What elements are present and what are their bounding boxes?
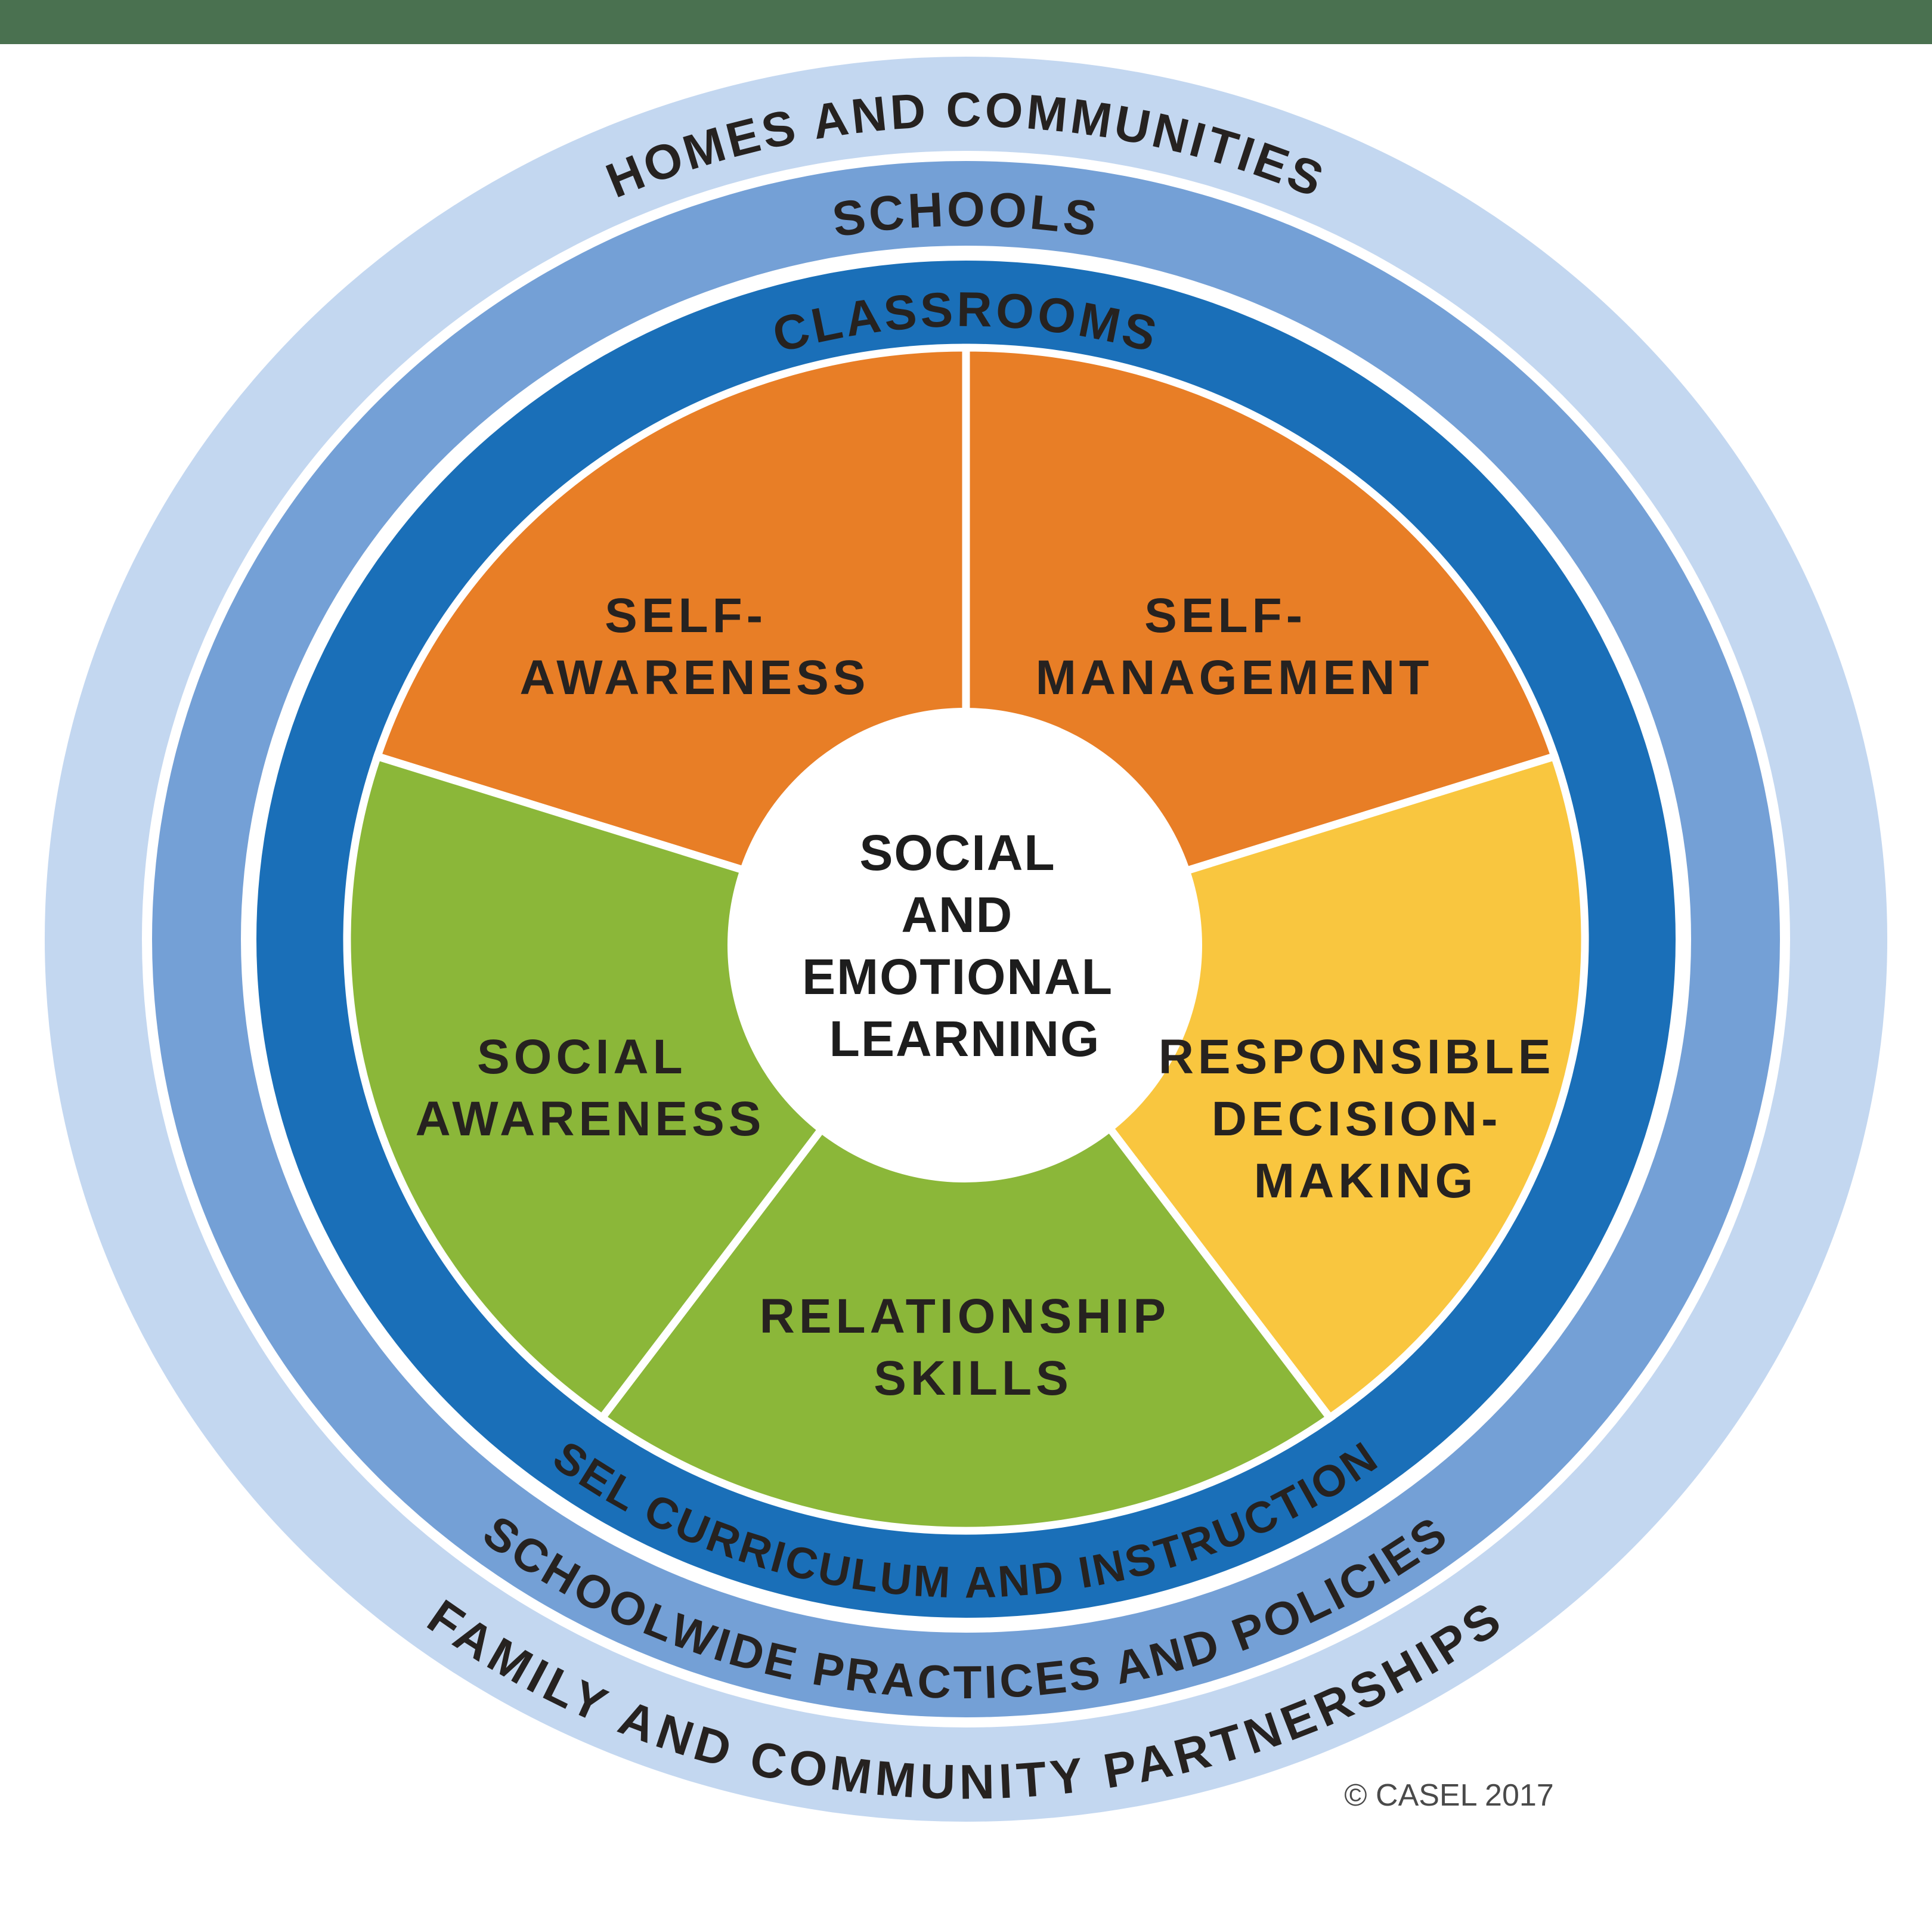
self-awareness-line-2: AWARENESS bbox=[520, 651, 870, 705]
self-management-line-2: MANAGEMENT bbox=[1036, 651, 1433, 705]
self-management-line-1: SELF- bbox=[1144, 589, 1306, 643]
center-line-3: EMOTIONAL bbox=[802, 949, 1112, 1005]
center-label: SOCIAL AND EMOTIONAL LEARNING bbox=[802, 825, 1128, 1067]
label-self-management: SELF- MANAGEMENT bbox=[1036, 589, 1433, 705]
label-responsible-decision-making: RESPONSIBLE DECISION- MAKING bbox=[1159, 1030, 1573, 1208]
schools-text: SCHOOLS bbox=[829, 182, 1100, 247]
self-awareness-line-1: SELF- bbox=[605, 589, 767, 643]
responsible-line-1: RESPONSIBLE bbox=[1159, 1030, 1555, 1084]
social-awareness-line-1: SOCIAL bbox=[477, 1030, 686, 1084]
responsible-line-3: MAKING bbox=[1254, 1154, 1478, 1208]
label-relationship-skills: RELATIONSHIP SKILLS bbox=[760, 1289, 1187, 1405]
label-self-awareness: SELF- AWARENESS bbox=[520, 589, 870, 705]
social-awareness-line-2: AWARENESS bbox=[416, 1092, 766, 1146]
center-line-4: LEARNING bbox=[829, 1011, 1101, 1067]
relationship-line-2: SKILLS bbox=[874, 1351, 1073, 1405]
center-circle bbox=[727, 708, 1202, 1182]
relationship-line-1: RELATIONSHIP bbox=[760, 1289, 1169, 1343]
top-green-bar bbox=[0, 0, 1932, 44]
copyright-text: © CASEL 2017 bbox=[1344, 1778, 1553, 1813]
wedge-relationship-skills bbox=[596, 933, 1336, 1535]
responsible-line-2: DECISION- bbox=[1212, 1092, 1502, 1146]
label-schools: SCHOOLS bbox=[829, 182, 1103, 247]
center-line-1: SOCIAL bbox=[859, 825, 1055, 881]
label-social-awareness: SOCIAL AWARENESS bbox=[416, 1030, 766, 1146]
center-line-2: AND bbox=[901, 887, 1013, 943]
